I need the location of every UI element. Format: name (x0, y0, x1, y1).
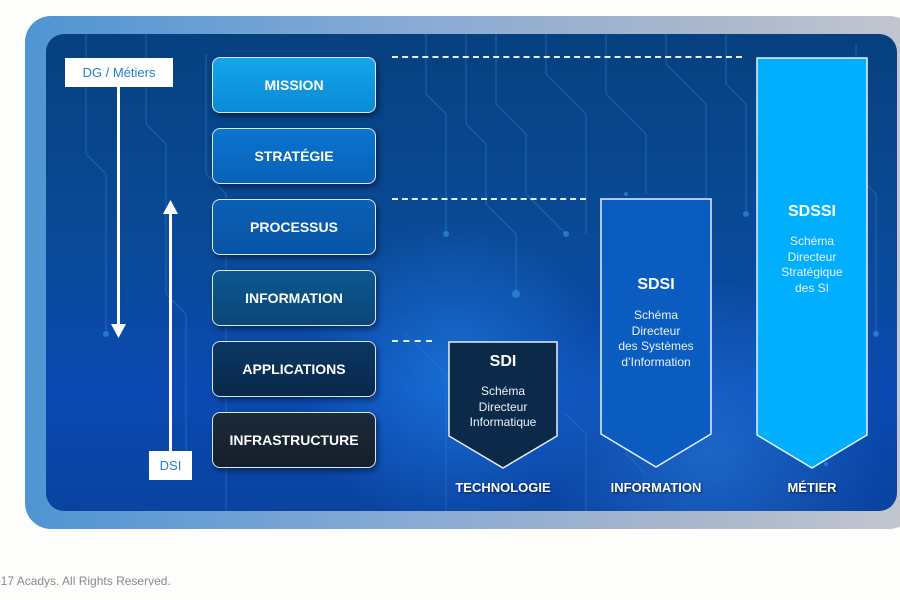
down-arrow-shaft (117, 87, 120, 327)
description-line: d’Information (621, 354, 691, 369)
banner-sdssi: SDSSI Schéma Directeur Stratégique des S… (756, 57, 868, 469)
description-line: Schéma (789, 234, 835, 248)
layer-label: INFRASTRUCTURE (229, 432, 359, 448)
banner-description: Schéma Directeur Stratégique des SI (756, 234, 868, 296)
layer-label: STRATÉGIE (254, 148, 334, 164)
description-line: Schéma (480, 384, 526, 398)
banner-sdsi-shape (600, 198, 712, 468)
banner-sdssi-shape (756, 57, 868, 469)
layer-applications: APPLICATIONS (212, 341, 376, 397)
description-line: des Systèmes (618, 339, 694, 353)
banner-sdsi: SDSI Schéma Directeur des Systèmes d’Inf… (600, 198, 712, 468)
category-information: INFORMATION (610, 480, 702, 495)
description-line: Stratégique (781, 265, 843, 279)
guide-line-applications (392, 340, 432, 342)
layer-mission: MISSION (212, 57, 376, 113)
category-technologie: TECHNOLOGIE (455, 480, 551, 495)
description-line: Schéma (633, 308, 679, 322)
banner-acronym: SDSSI (787, 203, 836, 220)
layer-label: INFORMATION (245, 290, 343, 306)
banner-acronym: SDSI (637, 276, 675, 293)
guide-line-processus (392, 198, 586, 200)
up-arrow-shaft (169, 213, 172, 452)
banner-acronym: SDI (489, 353, 517, 370)
arrow-up-icon (163, 200, 178, 214)
dsi-label: DSI (149, 451, 192, 480)
description-line: Informatique (469, 415, 537, 429)
banner-description: Schéma Directeur des Systèmes d’Informat… (600, 308, 712, 370)
category-metier: MÉTIER (787, 480, 837, 495)
layer-processus: PROCESSUS (212, 199, 376, 255)
description-line: Directeur (478, 399, 528, 414)
copyright-footer: 017 Acadys. All Rights Reserved. (0, 574, 171, 588)
description-line: Directeur (631, 323, 681, 338)
description-line: Directeur (787, 249, 837, 264)
dg-metiers-label: DG / Métiers (65, 58, 173, 87)
layer-label: PROCESSUS (250, 219, 338, 235)
banner-sdi-shape (448, 341, 558, 469)
arrow-down-icon (111, 324, 126, 338)
description-line: des SI (794, 280, 830, 295)
banner-sdi: SDI Schéma Directeur Informatique (448, 341, 558, 469)
layer-label: MISSION (264, 77, 324, 93)
guide-line-mission (392, 56, 742, 58)
layer-information: INFORMATION (212, 270, 376, 326)
layer-strategie: STRATÉGIE (212, 128, 376, 184)
layer-infrastructure: INFRASTRUCTURE (212, 412, 376, 468)
layer-label: APPLICATIONS (242, 361, 346, 377)
banner-description: Schéma Directeur Informatique (448, 384, 558, 431)
